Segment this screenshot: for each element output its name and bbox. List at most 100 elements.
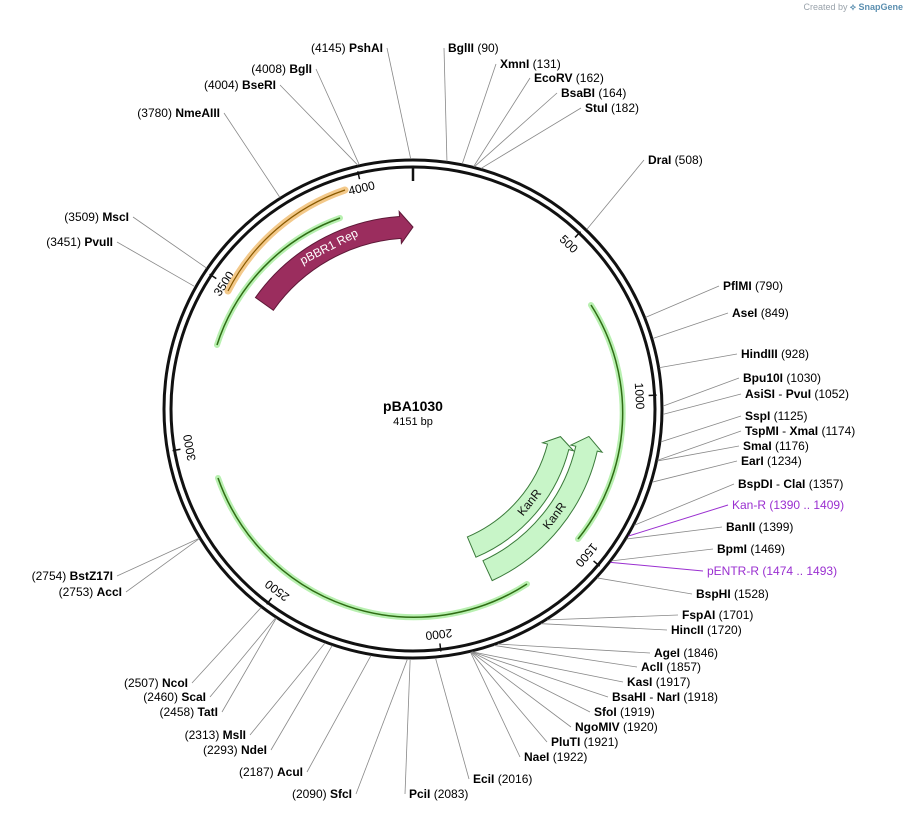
enzyme-site-bglii[interactable]: BglII (90) [448,41,499,55]
enzyme-position: (164) [595,86,626,100]
enzyme-leader-line [651,460,738,483]
enzyme-site-pshai[interactable]: (4145) PshAI [311,41,383,55]
enzyme-leader-line [597,577,693,595]
enzyme-site-bsabi[interactable]: BsaBI (164) [561,86,626,100]
enzyme-site-hindiii[interactable]: HindIII (928) [741,347,809,361]
enzyme-site-kan-r[interactable]: Kan-R (1390 .. 1409) [732,498,844,512]
credit-text: Created by [803,2,848,12]
enzyme-site-pvuii[interactable]: (3451) PvuII [46,235,113,249]
feature-arc-green-bottom-core [217,477,528,618]
enzyme-label: AgeI (1846) [654,646,718,660]
enzyme-leader-line [586,159,645,230]
enzyme-site-stui[interactable]: StuI (182) [585,101,639,115]
enzyme-label: EciI (2016) [473,772,532,786]
enzyme-position: (790) [752,279,783,293]
enzyme-position: (1920) [620,720,658,734]
enzyme-site-bsahi[interactable]: BsaHI - NarI (1918) [612,690,718,704]
enzyme-leader-line [125,538,200,593]
enzyme-label: PciI (2083) [409,787,468,801]
enzyme-site-xmni[interactable]: XmnI (131) [500,57,561,71]
enzyme-site-ndei[interactable]: (2293) NdeI [203,743,267,757]
enzyme-site-fspai[interactable]: FspAI (1701) [682,608,753,622]
feature-arrow-kanr[interactable] [482,435,604,582]
backbone-outer-ring [162,158,664,660]
enzyme-position: (2187) [239,765,277,779]
enzyme-site-naei[interactable]: NaeI (1922) [524,750,587,764]
enzyme-position: (2507) [124,676,162,690]
enzyme-site-pflmi[interactable]: PflMI (790) [723,279,783,293]
enzyme-name: PflMI [723,279,752,293]
enzyme-site-ngomiv[interactable]: NgoMIV (1920) [575,720,658,734]
enzyme-leader-line [473,77,531,167]
enzyme-site-nmeaiii[interactable]: (3780) NmeAIII [137,106,220,120]
enzyme-site-sspi[interactable]: SspI (1125) [745,409,807,423]
enzyme-name: KasI [627,675,652,689]
enzyme-name: NmeAIII [175,106,220,120]
enzyme-site-bpmi[interactable]: BpmI (1469) [717,542,785,556]
enzyme-leader-line [645,285,720,318]
enzyme-site-acci[interactable]: (2753) AccI [59,585,122,599]
enzyme-label: BsaHI - NarI (1918) [612,690,718,704]
enzyme-site-asei[interactable]: AseI (849) [732,306,789,320]
enzyme-site-ncoi[interactable]: (2507) NcoI [124,676,188,690]
feature-arrow-pbbr1-rep[interactable] [254,210,414,311]
enzyme-position: (1030) [783,371,821,385]
enzyme-position: (4145) [311,41,349,55]
enzyme-site-pcii[interactable]: PciI (2083) [409,787,468,801]
enzyme-site-banii[interactable]: BanII (1399) [726,520,793,534]
enzyme-site-tspmi[interactable]: TspMI - XmaI (1174) [745,424,855,438]
enzyme-site-kasi[interactable]: KasI (1917) [627,675,690,689]
feature-arrow-kanr[interactable] [466,436,576,558]
enzyme-leader-line [249,642,326,736]
enzyme-position: (1528) [731,587,769,601]
enzyme-sep: - [773,477,784,491]
enzyme-name: BsaHI [612,690,646,704]
enzyme-site-pluti[interactable]: PluTI (1921) [551,735,618,749]
enzyme-site-bspdi[interactable]: BspDI - ClaI (1357) [738,477,843,491]
enzyme-site-agei[interactable]: AgeI (1846) [654,646,718,660]
enzyme-leader-line [270,645,333,751]
enzyme-site-acli[interactable]: AclI (1857) [641,660,701,674]
enzyme-site-sfci[interactable]: (2090) SfcI [292,787,352,801]
enzyme-site-ecorv[interactable]: EcoRV (162) [534,71,604,85]
enzyme-label: (3451) PvuII [46,235,113,249]
enzyme-site-asisi[interactable]: AsiSI - PvuI (1052) [745,387,849,401]
enzyme-site-hincii[interactable]: HincII (1720) [671,623,742,637]
enzyme-site-tati[interactable]: (2458) TatI [160,705,218,719]
enzyme-site-msci[interactable]: (3509) MscI [64,210,129,224]
enzyme-name: XmnI [500,57,529,71]
enzyme-label: Bpu10I (1030) [743,371,821,385]
enzyme-site-bseri[interactable]: (4004) BseRI [204,78,276,92]
enzyme-leader-line [659,353,738,369]
enzyme-site-pentr-r[interactable]: pENTR-R (1474 .. 1493) [707,564,837,578]
enzyme-label: SspI (1125) [745,409,807,423]
enzyme-name: EarI [741,454,764,468]
enzyme-position: (1918) [680,690,718,704]
enzyme-site-acui[interactable]: (2187) AcuI [239,765,303,779]
enzyme-site-eari[interactable]: EarI (1234) [741,454,802,468]
enzyme-site-bstz17i[interactable]: (2754) BstZ17I [32,569,113,583]
enzyme-site-msli[interactable]: (2313) MslI [185,728,246,742]
enzyme-label: BsaBI (164) [561,86,626,100]
enzyme-label: HindIII (928) [741,347,809,361]
tick-3000 [172,448,181,452]
enzyme-site-scai[interactable]: (2460) ScaI [143,690,206,704]
enzyme-position: (1390 .. 1409) [766,498,844,512]
enzyme-position: (2313) [185,728,223,742]
feature-arc-green-right-core [577,304,624,540]
enzyme-site-ecii[interactable]: EciI (2016) [473,772,532,786]
enzyme-leader-line [279,84,359,166]
enzyme-label: (4145) PshAI [311,41,383,55]
enzyme-site-drai[interactable]: DraI (508) [648,153,703,167]
enzyme-site-sfoi[interactable]: SfoI (1919) [594,705,655,719]
enzyme-name: AsiSI [745,387,775,401]
enzyme-site-bgli[interactable]: (4008) BglI [251,62,312,76]
enzyme-site-bsphi[interactable]: BspHI (1528) [696,587,769,601]
enzyme-label: NgoMIV (1920) [575,720,658,734]
enzyme-sep: - [775,387,786,401]
enzyme-site-bpu10i[interactable]: Bpu10I (1030) [743,371,821,385]
enzyme-site-smai[interactable]: SmaI (1176) [743,439,809,453]
enzyme-label: (2293) NdeI [203,743,267,757]
enzyme-leader-line [657,445,740,462]
enzyme-leader-line [626,526,723,540]
